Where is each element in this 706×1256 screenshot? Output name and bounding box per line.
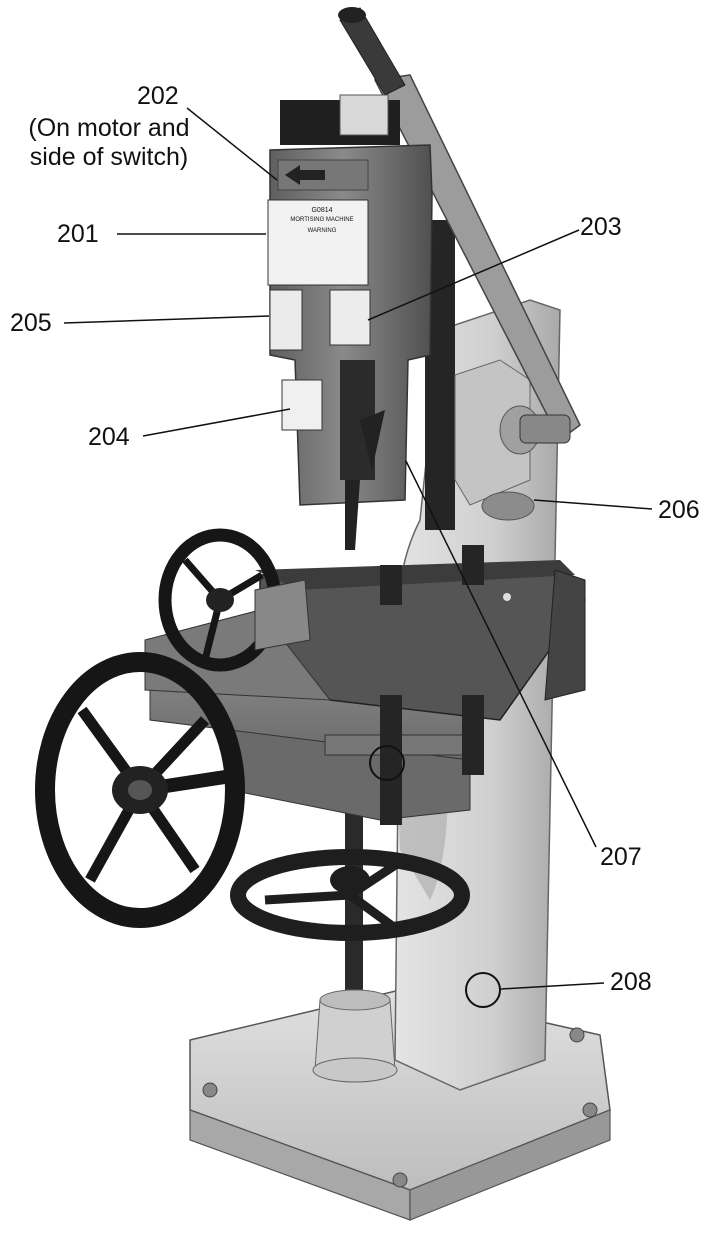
callout-203: 203 — [580, 213, 622, 241]
callout-202-note-line1: (On motor and — [28, 114, 190, 142]
callout-circle-208 — [465, 972, 501, 1008]
leader-208 — [500, 982, 605, 990]
leader-206 — [533, 499, 653, 510]
machine-name-text: MORTISING MACHINE — [290, 217, 353, 223]
leader-205 — [63, 315, 270, 324]
callout-202-note-line2: side of switch) — [29, 142, 189, 171]
callout-206: 206 — [658, 496, 700, 524]
motor — [267, 144, 433, 550]
nameplate-badge — [481, 491, 535, 521]
callout-204: 204 — [88, 423, 130, 451]
disconnect-power-label — [269, 289, 303, 351]
callout-202-note: (On motor and side of switch) — [2, 114, 216, 172]
leader-207 — [405, 460, 597, 848]
callout-207: 207 — [600, 843, 642, 871]
base-bolt-hole — [392, 1172, 408, 1188]
callout-202: 202 — [137, 82, 179, 110]
height-handwheel — [230, 849, 470, 941]
machine-model-text: G0814 — [311, 207, 332, 214]
callout-205: 205 — [10, 309, 52, 337]
leader-203 — [367, 229, 580, 321]
machine-id-label — [267, 199, 369, 286]
leader-lines — [63, 107, 653, 990]
callout-201: 201 — [57, 220, 99, 248]
side-handwheel — [158, 528, 311, 672]
leader-202 — [186, 107, 278, 181]
eye-protection-label — [281, 379, 323, 431]
base-bolt-hole — [202, 1082, 218, 1098]
front-handwheel — [35, 652, 245, 928]
base-bolt-hole — [582, 1102, 598, 1118]
callout-circle-207 — [369, 745, 405, 781]
base-bolt-hole — [569, 1027, 585, 1043]
leader-204 — [142, 408, 291, 437]
machine-warning-text: WARNING — [308, 228, 337, 234]
warning-label — [329, 289, 371, 346]
callout-208: 208 — [610, 968, 652, 996]
motor-fan-cap — [280, 94, 400, 145]
table-lift-post — [312, 780, 398, 1083]
